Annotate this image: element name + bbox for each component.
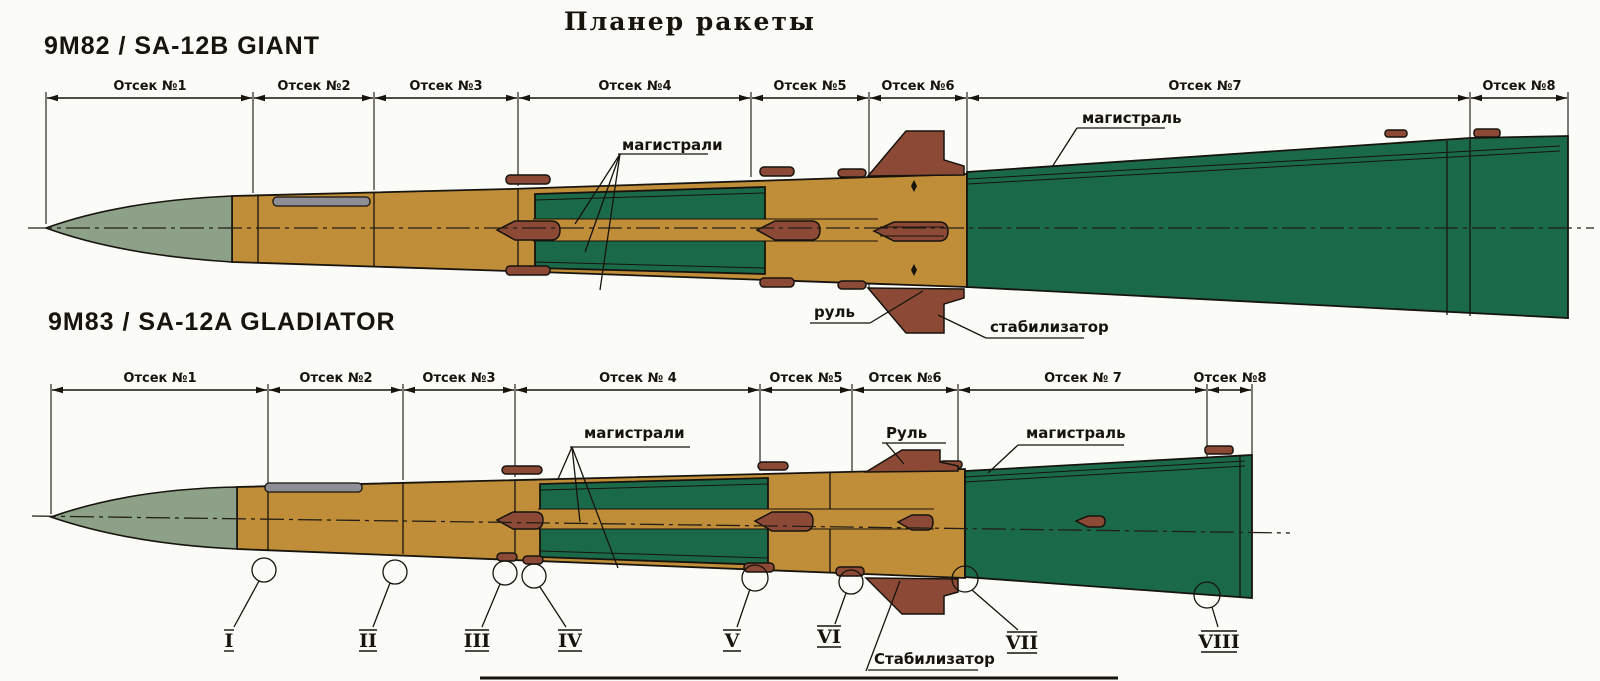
alignment-mark: [911, 264, 917, 276]
lower-rudder-fin: [864, 577, 959, 615]
cable-duct: [538, 509, 934, 529]
upper-rudder-fin: [866, 130, 965, 177]
callouts-9m83: магистрали Руль магистраль Стабилизатор: [557, 424, 1126, 672]
booster-stage: [964, 454, 1253, 599]
section-label: Отсек №2: [299, 371, 372, 386]
pipeline-label: магистраль: [1026, 424, 1126, 442]
pipe-fairing: [1473, 128, 1501, 138]
booster-stage: [966, 135, 1569, 319]
pipelines-label: магистрали: [584, 424, 685, 442]
airframe-9m83: [31, 445, 1291, 615]
page-title: Планер ракеты: [564, 7, 816, 36]
section-label: Отсек №2: [277, 79, 350, 94]
section-label: Отсек №6: [868, 371, 941, 386]
missile-9m82-name: 9M82 / SA-12B GIANT: [44, 32, 320, 60]
pipe-fairing: [505, 174, 551, 185]
centerline: [31, 515, 1291, 534]
point-circle: [492, 560, 518, 586]
section-label: Отсек №6: [881, 79, 954, 94]
missile-9m82-diagram: Отсек №1 Отсек №2 Отсек №3 Отсек №4 Отсе…: [28, 79, 1594, 339]
pipeline-label: магистраль: [1082, 109, 1182, 127]
access-hatch: [264, 482, 363, 493]
pipe-fairing: [501, 465, 543, 475]
rudder-label: руль: [814, 303, 855, 321]
missile-9m83-diagram: Отсек №1 Отсек №2 Отсек №3 Отсек № 4 Отс…: [31, 371, 1291, 672]
roman-numeral: VIII: [1197, 631, 1240, 653]
point-circle: [741, 564, 769, 592]
section-label: Отсек №7: [1168, 79, 1241, 94]
access-hatch: [272, 196, 371, 207]
pipe-fairing: [759, 166, 795, 177]
section-label: Отсек №3: [422, 371, 495, 386]
roman-numeral: III: [464, 630, 491, 652]
pipe-fairing: [522, 555, 544, 565]
section-label: Отсек №8: [1193, 371, 1266, 386]
section-label: Отсек №1: [123, 371, 196, 386]
lower-rudder-fin: [866, 287, 965, 334]
roman-numeral: II: [359, 630, 377, 652]
section-label: Отсек №1: [113, 79, 186, 94]
pipe-fairing: [837, 168, 867, 178]
conduit-fairing: [495, 220, 561, 241]
point-circle: [1193, 581, 1221, 609]
point-circle: [951, 565, 979, 593]
nose-cone: [48, 486, 238, 550]
alignment-mark: [911, 180, 917, 192]
stabilizer-label: стабилизатор: [990, 318, 1109, 336]
section-label: Отсек №4: [598, 79, 671, 94]
upper-rudder-fin: [863, 449, 959, 473]
inspection-points: I II III IV V VI VII VIII: [224, 557, 1240, 654]
rudder-label: Руль: [886, 424, 927, 442]
conduit-fairing: [896, 514, 934, 531]
cable-duct: [533, 219, 878, 241]
section-label: Отсек №3: [409, 79, 482, 94]
pipelines-label: магистрали: [622, 136, 723, 154]
pipe-fairing: [837, 280, 867, 290]
section-label: Отсек №5: [769, 371, 842, 386]
point-circle: [521, 563, 547, 589]
missile-9m83-name: 9M83 / SA-12A GLADIATOR: [48, 308, 396, 336]
roman-numeral: VII: [1005, 632, 1039, 654]
point-circle: [838, 569, 864, 595]
section-label: Отсек № 7: [1044, 371, 1122, 386]
roman-numeral: IV: [558, 630, 583, 652]
point-circle: [382, 559, 408, 585]
section-label: Отсек № 4: [599, 371, 677, 386]
section-label: Отсек №5: [773, 79, 846, 94]
airframe-9m82: [28, 128, 1594, 334]
section-label: Отсек №8: [1482, 79, 1555, 94]
callouts-9m82: магистрали магистраль руль стабилизатор: [574, 109, 1182, 339]
roman-numeral: VI: [816, 626, 841, 648]
pipe-fairing: [1384, 129, 1408, 138]
pipe-fairing: [505, 265, 551, 276]
stabilizer-label: Стабилизатор: [874, 650, 995, 668]
pipe-fairing: [757, 461, 789, 471]
point-circle: [251, 557, 277, 583]
roman-numeral: I: [225, 630, 234, 652]
conduit-fairing: [495, 511, 544, 530]
pipe-fairing: [743, 562, 775, 573]
pipe-fairing: [759, 277, 795, 288]
pipe-fairing: [496, 552, 518, 562]
conduit-fairing: [755, 220, 821, 241]
conduit-fairing: [1074, 515, 1106, 528]
nose-cone: [43, 195, 233, 263]
roman-numeral: V: [724, 630, 741, 652]
pipe-fairing: [1204, 445, 1234, 455]
